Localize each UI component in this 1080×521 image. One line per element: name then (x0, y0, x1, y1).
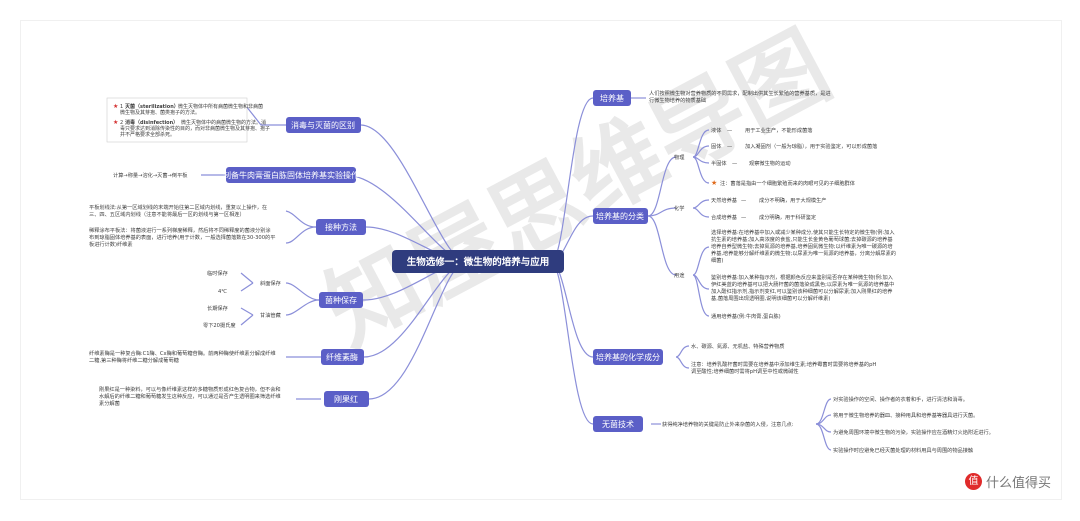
solid-label: 固体 (711, 142, 722, 150)
preservation-minus20: 零下20摄氏度 (203, 321, 236, 329)
cellulase-line1: 纤维素酶是一种复合酶:C1酶、Cx酶和葡萄糖苷酶。前两种酶使纤维素分解成纤维 (89, 349, 276, 357)
star-icon-2: ★ (113, 119, 118, 126)
sterile-item2-text3: 并不严格要求全部杀死。 (120, 131, 175, 138)
composition-line3: 调至酸性;培养细菌时需将pH调至中性或微碱性 (691, 367, 799, 375)
preservation-4c: 4℃ (218, 289, 227, 295)
sterile-detail-box (106, 97, 248, 143)
liquid-desc: 用于工业生产，不能形成菌落 (745, 126, 813, 134)
mindmap-canvas: 知屋思维导图 (20, 20, 1062, 500)
node-classification-label: 培养基的分类 (596, 211, 644, 221)
node-sterile[interactable] (286, 117, 361, 133)
aseptic-item3: 为避免周围环境中微生物的污染，实验操作应在酒精灯火焰附近进行。 (833, 428, 994, 436)
node-composition-label: 培养基的化学成分 (596, 352, 660, 362)
node-congo-label: 刚果红 (334, 394, 358, 404)
node-aseptic-label: 无菌技术 (602, 419, 634, 429)
medium-prep-note: 计算→称量→溶化→灭菌→倒平板 (113, 171, 188, 179)
selective-line2: 抗生素的培养基;加入高浓度的食盐,只能生长金黄色葡萄球菌;去掉碳源的培养基 (711, 235, 893, 243)
brand-logo: 值 什么值得买 (964, 472, 1051, 491)
aseptic-intro: 获得纯净培养物的关键是防止外来杂菌的入侵，注意几点: (662, 420, 794, 428)
node-sterile-label: 消毒与灭菌的区别 (291, 120, 355, 130)
composition-line2: 注意：培养乳酸杆菌时需要在培养基中添加维生素;培养霉菌时需要将培养基的pH (691, 360, 876, 368)
node-inoculation-label: 接种方法 (325, 222, 357, 232)
node-composition[interactable] (593, 349, 663, 365)
sterile-item2-title: 消毒（disinfection） (125, 119, 178, 126)
aseptic-item4: 实验操作时应避免已经灭菌处理的材料用具与周围的物品接触 (833, 446, 974, 454)
arrow-icon: — (732, 161, 737, 167)
node-medium-prep-label: 制备牛肉膏蛋白胨固体培养基实验操作 (223, 170, 359, 180)
identification-line1: 鉴别培养基:加入某种指示剂，根据颜色反应来鉴别是否存在某种微生物(例:加入 (711, 273, 893, 281)
chemical-label: 化学 (674, 204, 684, 212)
synthetic-desc: 成分明确，用于科研鉴定 (759, 213, 816, 221)
congo-line2: 水解后的纤维二糖和葡萄糖发生这种反应，可以通过是否产生透明圈来筛选纤维 (99, 392, 281, 400)
selective-line3: 培养自养型微生物;去掉氮源的培养基,培养固氮微生物;以纤维素为唯一碳源的培 (711, 242, 893, 250)
dilution-line1: 稀释涂布平板法：将菌液进行一系列梯度稀释，然后将不同稀释度的菌液分别涂 (89, 226, 271, 234)
star-icon-note: ★ (711, 179, 717, 187)
identification-line2: 伊红美蓝的培养基可以把大肠杆菌的菌落染成黑色;以尿素为唯一氮源的培养基中 (711, 280, 894, 288)
identification-line4: 基,菌落周围出现透明圈,说明该细菌可以分解纤维素) (711, 294, 830, 302)
preservation-slant: 斜面保存 (260, 279, 281, 287)
medium-line1: 人们按照微生物对营养物质的不同需求，配制出供其生长繁殖的营养基质，是进 (649, 89, 831, 97)
center-title: 生物选修一：微生物的培养与应用 (407, 256, 550, 268)
general-medium: 通用培养基(例:牛肉膏,蛋白胨) (711, 312, 781, 320)
congo-line3: 素分解菌 (99, 399, 120, 407)
streak-line2: 三、四、五区域内划线（注意不能将最后一区的划线与第一区相连） (89, 210, 245, 218)
sterile-item1-title: 灭菌（sterilization） (124, 103, 179, 110)
congo-line1: 刚果红是一种染料，可以与像纤维素这样的多糖物质形成红色复合物，但不会和 (99, 385, 281, 393)
sterile-item2-num: 2 (120, 120, 123, 126)
center-node[interactable] (392, 250, 564, 273)
aseptic-item1: 对实验操作的空间、操作者的衣着和手，进行清洁和消毒。 (833, 395, 968, 403)
node-inoculation[interactable] (316, 219, 366, 235)
brand-badge-icon: 值 (964, 473, 982, 490)
dilution-line2: 布到琼脂固体培养基的表面，进行培养(用于计数，一般选择菌落数在30-300的平 (89, 233, 275, 241)
node-preservation-label: 菌种保存 (325, 295, 357, 305)
dilution-line3: 板进行计数)纤维素 (89, 240, 133, 248)
star-icon: ★ (113, 103, 118, 110)
node-preservation[interactable] (319, 292, 363, 308)
liquid-label: 液体 (711, 126, 722, 134)
sterile-item1-text1: 微生灭物体中所有病菌微生物和非病菌 (178, 103, 263, 110)
arrow-icon: — (727, 128, 732, 134)
sterile-item2-text1: 微生灭物体中的病菌微生物的方法。消 (181, 119, 266, 126)
brand-text: 什么值得买 (985, 476, 1051, 491)
node-classification[interactable] (593, 208, 648, 224)
use-label: 用途 (674, 271, 685, 279)
composition-line1: 水、碳源、氮源、无机盐、特殊营养物质 (691, 342, 784, 350)
preservation-temporary: 临时保存 (207, 269, 228, 277)
selective-line1: 选择培养基:在培养基中加入或减少某种成分,使其只能生长特定的微生物(例:加入 (711, 228, 895, 236)
sterile-item1-text2: 微生物及其芽孢、菌类孢子的方法。 (120, 109, 200, 116)
arrow-icon: — (741, 198, 746, 204)
arrow-icon: — (727, 144, 732, 150)
node-aseptic[interactable] (593, 416, 643, 432)
aseptic-item2: 将用于微生物培养的器皿、接种用具和培养基等器具进行灭菌。 (833, 411, 978, 419)
cellulase-line2: 二糖,第三种酶将纤维二糖分解成葡萄糖 (89, 356, 179, 364)
semi-desc: 观察微生物的运动 (749, 159, 791, 167)
mindmap: 知屋思维导图 (89, 21, 994, 454)
node-medium-label: 培养基 (600, 93, 624, 103)
solid-desc: 加入凝固剂（一般为琼脂），用于实验鉴定，可以形成菌落 (745, 142, 878, 150)
node-medium[interactable] (593, 90, 631, 106)
selective-line4: 养基,培养能够分解纤维素的微生物;以尿素为唯一氮源的培养基，分离分解尿素的 (711, 249, 896, 257)
identification-line3: 加入酚红指示剂,指示剂变红,可以鉴别该种细菌可以分解尿素;加入刚果红的培养 (711, 287, 892, 295)
natural-desc: 成分不明确，用于大规模生产 (759, 196, 826, 204)
node-congo[interactable] (324, 391, 369, 407)
semi-label: 半固体 (711, 159, 727, 167)
natural-label: 天然培养基 (711, 196, 738, 204)
sterile-item2-text2: 毒只要求达到消除传染性的目的，而对非病菌微生物及其芽孢、孢子 (120, 125, 270, 132)
preservation-longterm: 长期保存 (207, 304, 228, 312)
node-medium-prep[interactable] (226, 167, 356, 183)
physical-label: 物理 (674, 153, 685, 161)
preservation-glycerol: 甘油管藏 (260, 311, 282, 319)
sterile-item1-num: 1 (120, 104, 123, 110)
arrow-icon: — (741, 215, 746, 221)
node-cellulase-label: 纤维素酶 (326, 352, 358, 362)
colony-note: 注：菌落是指由一个细胞繁殖而来的肉眼可见的子细胞群体 (720, 179, 856, 187)
synthetic-label: 合成培养基 (711, 213, 738, 221)
streak-line1: 平板划线法:从第一区域划线的末端开始往第二区域内划线，重复以上操作，在 (89, 203, 267, 211)
selective-line5: 细菌) (711, 256, 723, 264)
medium-line2: 行微生物培养的物质基础 (649, 96, 706, 104)
node-cellulase[interactable] (321, 349, 364, 365)
